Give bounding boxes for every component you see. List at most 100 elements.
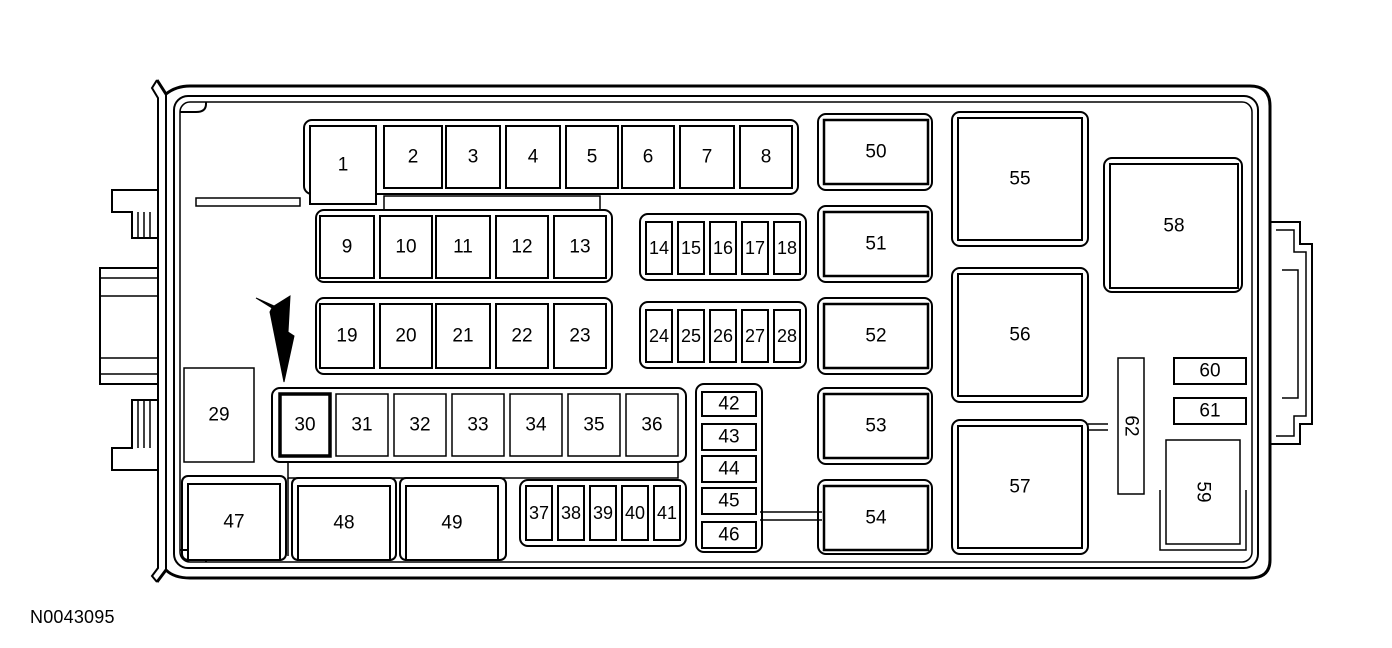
fuse-label-43: 43 [718, 427, 739, 448]
fuse-30: 30 [278, 392, 332, 458]
fuse-18: 18 [773, 221, 801, 275]
fuse-15: 15 [677, 221, 705, 275]
fuse-label-29: 29 [208, 405, 229, 426]
fuse-label-2: 2 [408, 147, 419, 168]
fuse-label-34: 34 [525, 415, 547, 436]
fuse-20: 20 [379, 303, 433, 369]
fuse-slot-30 [278, 392, 332, 458]
fuse-11: 11 [435, 215, 491, 279]
fuse-label-38: 38 [561, 503, 581, 523]
fuse-8: 8 [739, 125, 793, 189]
fuse-4: 4 [505, 125, 561, 189]
fuse-slot-8 [739, 125, 793, 189]
fuse-7: 7 [679, 125, 735, 189]
fuse-label-60: 60 [1199, 361, 1220, 382]
fuse-label-33: 33 [467, 415, 488, 436]
fuse-label-5: 5 [587, 147, 598, 168]
fuse-label-46: 46 [718, 525, 739, 546]
fuse-slot-2 [383, 125, 443, 189]
fuse-57: 57 [957, 425, 1083, 549]
fuse-slot-16 [709, 221, 737, 275]
fuse-48: 48 [297, 485, 391, 561]
fuse-26: 26 [709, 309, 737, 363]
fuse-51: 51 [822, 210, 930, 278]
fuse-60: 60 [1173, 357, 1247, 385]
fuse-slot-50 [822, 118, 930, 186]
fuse-slot-13 [553, 215, 607, 279]
fuse-label-36: 36 [641, 415, 662, 436]
fuse-slot-48 [297, 485, 391, 561]
fuse-label-42: 42 [718, 394, 739, 415]
fuse-slot-21 [435, 303, 491, 369]
fuse-label-13: 13 [569, 237, 590, 258]
fuse-label-57: 57 [1009, 477, 1030, 498]
fuse-label-40: 40 [625, 503, 645, 523]
fuse-label-37: 37 [529, 503, 549, 523]
fuse-slot-3 [445, 125, 501, 189]
fuse-53: 53 [822, 392, 930, 460]
fuse-label-47: 47 [223, 512, 244, 533]
fuse-label-3: 3 [468, 147, 479, 168]
fuse-slot-60 [1173, 357, 1247, 385]
fuse-label-11: 11 [453, 237, 473, 258]
fuse-slot-33 [451, 393, 505, 457]
fuse-slot-54 [822, 484, 930, 552]
fuse-label-24: 24 [649, 326, 669, 346]
fuse-slot-31 [335, 393, 389, 457]
fuse-slot-59 [1165, 439, 1241, 545]
fuse-42: 42 [701, 391, 757, 417]
fuse-50: 50 [822, 118, 930, 186]
fuse-slot-20 [379, 303, 433, 369]
fuse-45: 45 [701, 487, 757, 515]
fuse-slot-17 [741, 221, 769, 275]
fuse-61: 61 [1173, 397, 1247, 425]
fuse-slot-38 [557, 485, 585, 541]
fuse-slot-55 [957, 117, 1083, 241]
fuse-slot-52 [822, 302, 930, 370]
fuse-label-55: 55 [1009, 169, 1030, 190]
fuse-label-48: 48 [333, 513, 354, 534]
fuse-54: 54 [822, 484, 930, 552]
fuse-47: 47 [187, 483, 281, 561]
fuse-label-49: 49 [441, 513, 462, 534]
fuse-19: 19 [319, 303, 375, 369]
fuse-21: 21 [435, 303, 491, 369]
fuse-slot-22 [495, 303, 549, 369]
fuse-label-35: 35 [583, 415, 604, 436]
fuse-34: 34 [509, 393, 563, 457]
fuse-23: 23 [553, 303, 607, 369]
fuse-label-52: 52 [865, 326, 886, 347]
fuse-label-1: 1 [338, 155, 349, 176]
fuse-slot-53 [822, 392, 930, 460]
fuse-slot-25 [677, 309, 705, 363]
fuse-label-23: 23 [569, 326, 590, 347]
fuse-slot-14 [645, 221, 673, 275]
fuse-slot-1 [309, 125, 377, 205]
fuse-slot-49 [405, 485, 499, 561]
fuse-label-58: 58 [1163, 216, 1184, 237]
fuse-1: 1 [309, 125, 377, 205]
fuse-label-50: 50 [865, 142, 886, 163]
fuse-slot-36 [625, 393, 679, 457]
fuse-46: 46 [701, 521, 757, 549]
fuse-slot-58 [1109, 163, 1239, 289]
fuse-label-17: 17 [745, 238, 765, 258]
fuse-41: 41 [653, 485, 681, 541]
fuse-label-10: 10 [395, 237, 416, 258]
fuse-31: 31 [335, 393, 389, 457]
fuse-slot-56 [957, 273, 1083, 397]
fuse-39: 39 [589, 485, 617, 541]
fuse-14: 14 [645, 221, 673, 275]
fuse-slot-47 [187, 483, 281, 561]
fuse-slot-19 [319, 303, 375, 369]
fuse-36: 36 [625, 393, 679, 457]
fuse-label-51: 51 [865, 234, 886, 255]
fuse-label-14: 14 [649, 238, 669, 258]
fuse-10: 10 [379, 215, 433, 279]
fuse-slot-27 [741, 309, 769, 363]
fuse-22: 22 [495, 303, 549, 369]
fuse-label-54: 54 [865, 508, 887, 529]
fuse-56: 56 [957, 273, 1083, 397]
fuse-slot-7 [679, 125, 735, 189]
